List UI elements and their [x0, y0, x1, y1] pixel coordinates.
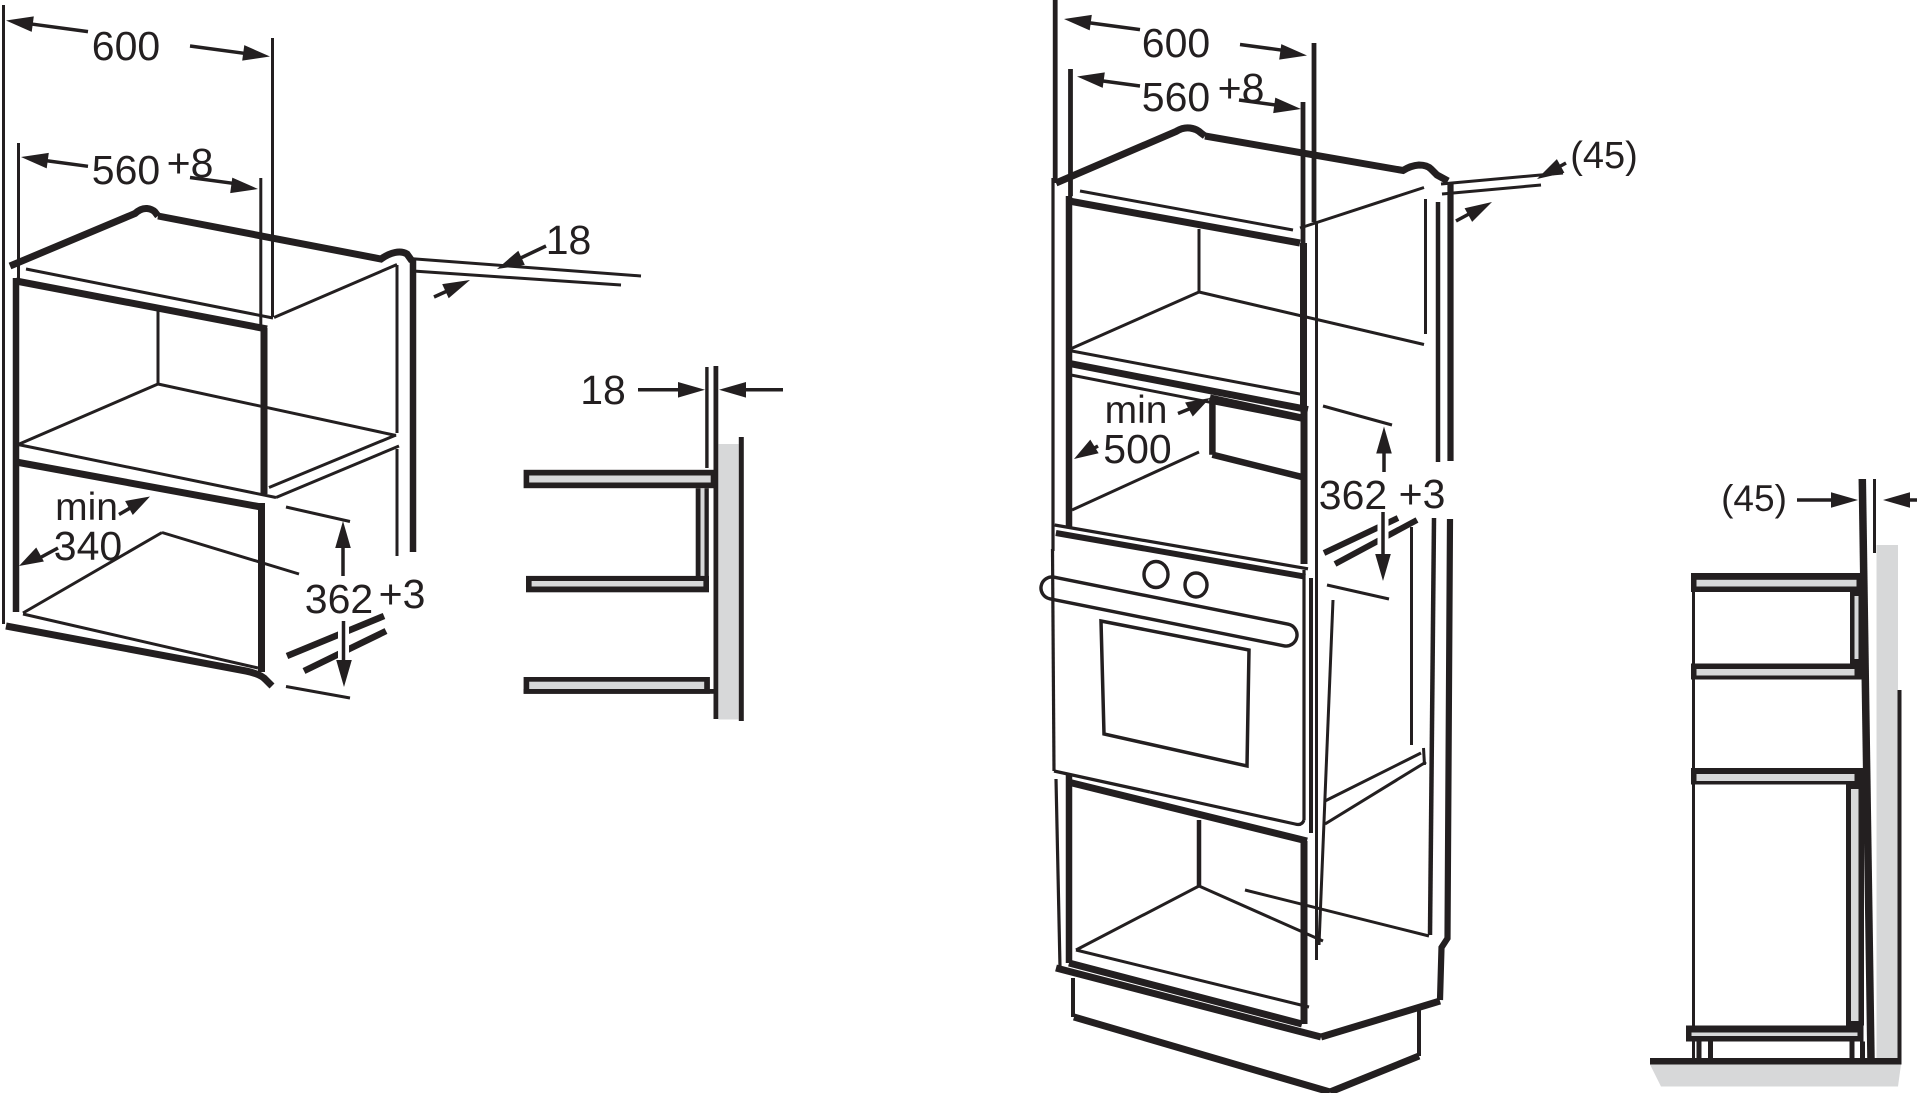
- svg-text:560: 560: [1142, 74, 1210, 120]
- svg-text:+3: +3: [1399, 471, 1446, 517]
- svg-text:18: 18: [546, 217, 592, 263]
- svg-text:18: 18: [580, 367, 626, 413]
- svg-text:(45): (45): [1570, 135, 1638, 177]
- svg-text:min: min: [1105, 389, 1168, 432]
- svg-text:min: min: [55, 486, 118, 529]
- svg-text:600: 600: [1142, 20, 1210, 66]
- svg-text:+8: +8: [1218, 65, 1265, 111]
- svg-text:560: 560: [92, 147, 160, 193]
- svg-text:362: 362: [305, 576, 373, 622]
- svg-text:600: 600: [92, 23, 160, 69]
- svg-text:+8: +8: [167, 140, 214, 186]
- svg-text:362: 362: [1319, 472, 1387, 518]
- svg-text:500: 500: [1103, 426, 1171, 472]
- svg-text:+3: +3: [379, 571, 426, 617]
- svg-text:340: 340: [54, 523, 122, 569]
- svg-text:(45): (45): [1721, 478, 1787, 519]
